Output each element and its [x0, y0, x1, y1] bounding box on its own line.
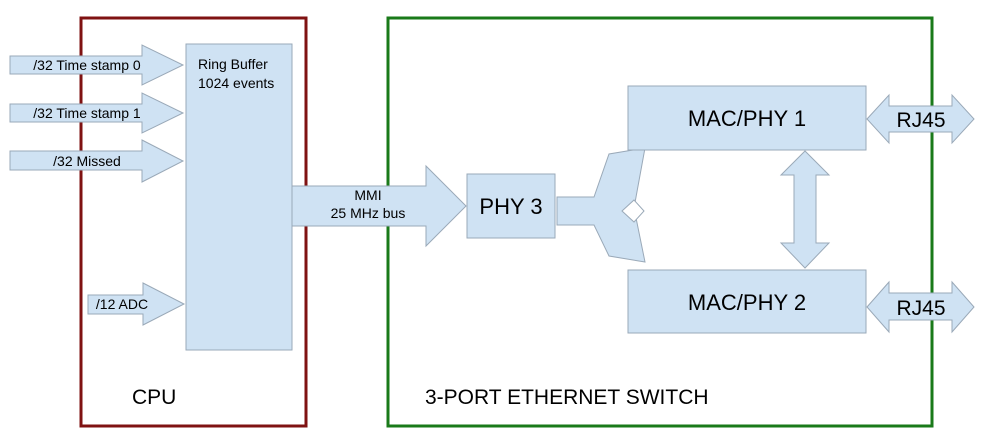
- ring-buffer-line2: 1024 events: [198, 75, 274, 91]
- input-label-adc: /12 ADC: [96, 296, 148, 312]
- input-label-missed: /32 Missed: [53, 153, 121, 169]
- rj45-top-label: RJ45: [896, 109, 945, 132]
- mac-phy-1-block: MAC/PHY 1: [627, 85, 867, 151]
- mmi-bus-arrow: MMI 25 MHz bus: [291, 164, 467, 248]
- input-arrow-timestamp-0: /32 Time stamp 0: [9, 44, 185, 86]
- input-arrow-adc: /12 ADC: [87, 282, 186, 326]
- mac-link-arrow: [779, 150, 831, 269]
- input-arrow-timestamp-1: /32 Time stamp 1: [9, 92, 185, 134]
- ring-buffer-line1: Ring Buffer: [198, 56, 268, 72]
- phy3-block: PHY 3: [466, 173, 556, 239]
- rj45-bottom-arrow: RJ45: [866, 280, 975, 334]
- mmi-bus-line1: MMI: [354, 187, 381, 203]
- mac-phy-1-label: MAC/PHY 1: [688, 106, 806, 131]
- mmi-bus-line2: 25 MHz bus: [331, 205, 406, 221]
- phy3-label: PHY 3: [479, 194, 542, 219]
- input-label-timestamp-0: /32 Time stamp 0: [33, 57, 141, 73]
- cpu-label: CPU: [132, 386, 176, 409]
- input-label-timestamp-1: /32 Time stamp 1: [33, 105, 141, 121]
- rj45-bottom-label: RJ45: [896, 297, 945, 320]
- rj45-top-arrow: RJ45: [866, 93, 975, 145]
- input-arrow-missed: /32 Missed: [9, 139, 185, 183]
- mac-phy-2-label: MAC/PHY 2: [688, 290, 806, 315]
- mac-phy-2-block: MAC/PHY 2: [627, 269, 867, 334]
- ring-buffer: Ring Buffer 1024 events: [185, 43, 293, 351]
- splitter-arrow: [556, 147, 646, 263]
- switch-label: 3-PORT ETHERNET SWITCH: [425, 386, 709, 409]
